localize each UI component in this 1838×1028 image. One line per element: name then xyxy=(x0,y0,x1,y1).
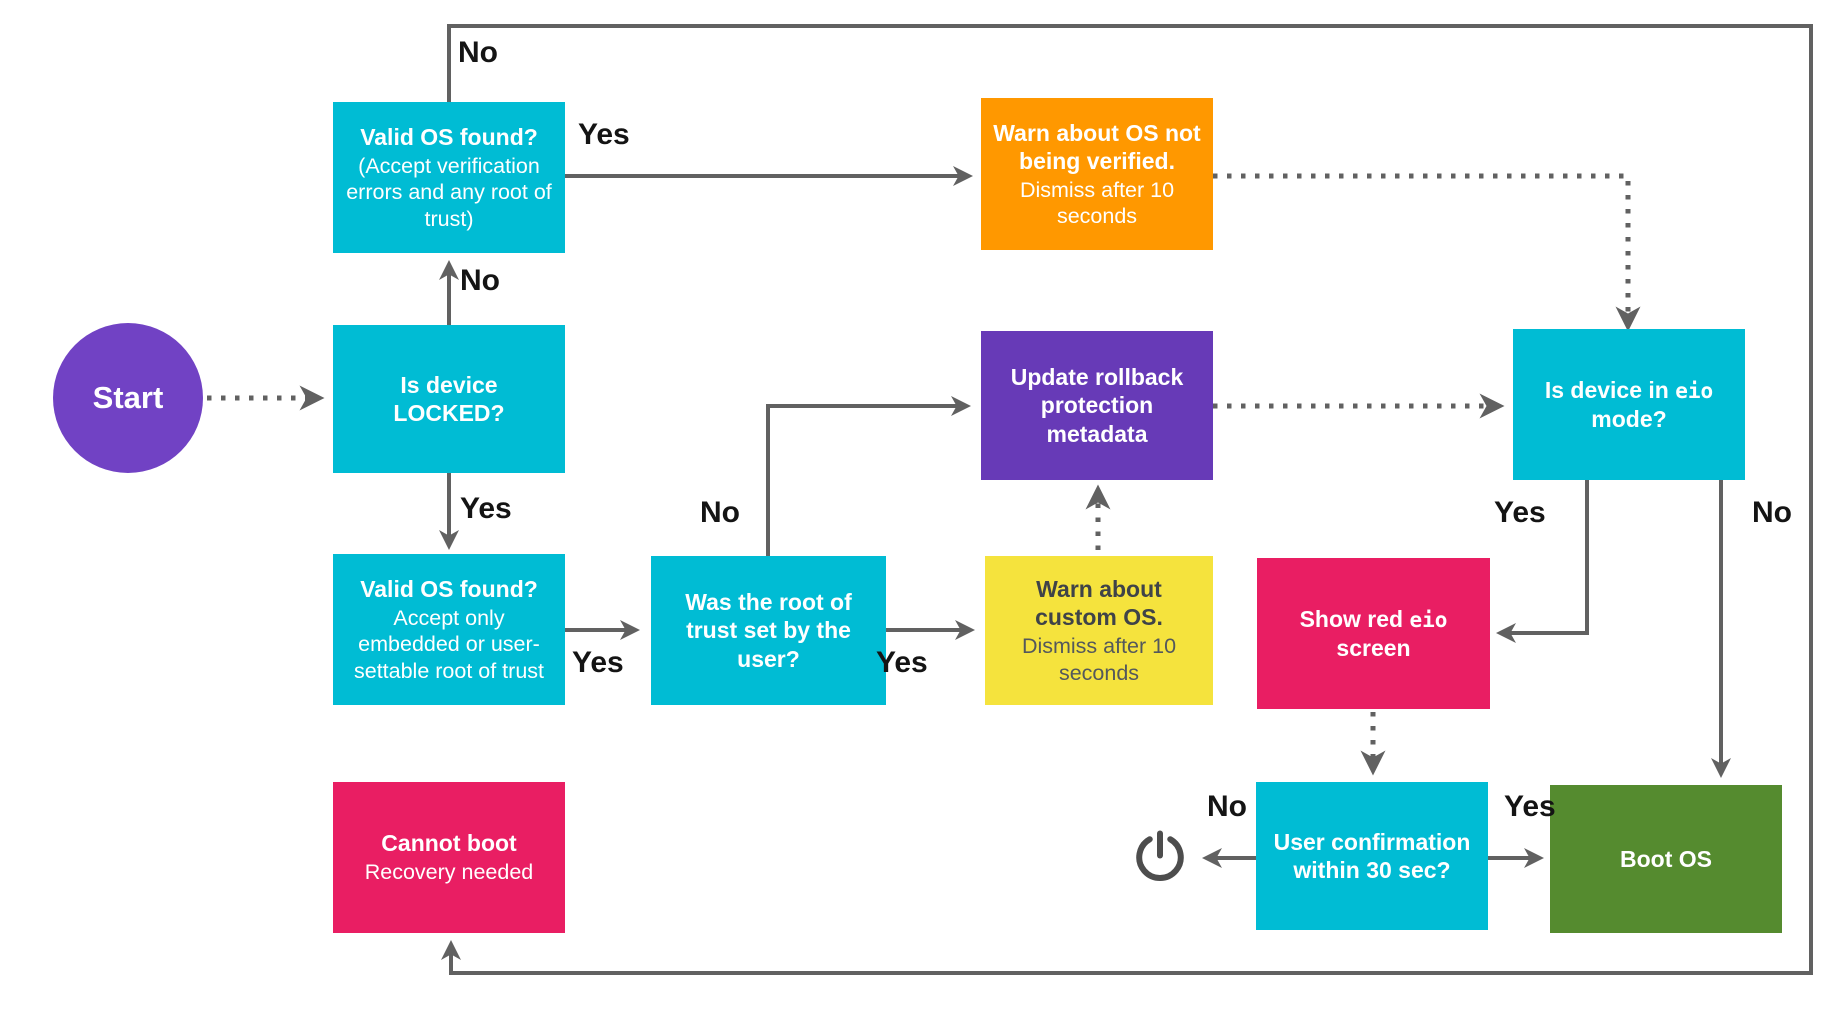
edge-label-yes: Yes xyxy=(876,646,928,679)
node-title-text: Show red xyxy=(1299,606,1410,633)
node-title: Is device LOCKED? xyxy=(393,371,505,426)
node-subtitle: Dismiss after 10 seconds xyxy=(1019,177,1175,229)
node-show-red-eio-screen: Show red eio screen xyxy=(1257,558,1490,709)
node-title-text: mode? xyxy=(1591,405,1667,432)
node-title: Valid OS found? xyxy=(360,576,538,603)
node-subtitle: Accept only embedded or user-settable ro… xyxy=(353,606,544,683)
node-subtitle: Dismiss after 10 seconds xyxy=(1021,634,1177,685)
node-title: Cannot boot xyxy=(381,830,517,857)
edge-label-yes: Yes xyxy=(578,118,630,151)
eio-code-text: eio xyxy=(1675,379,1714,404)
edge-label-no: No xyxy=(1207,790,1247,823)
eio-code-text: eio xyxy=(1409,608,1448,633)
node-title: Was the root of trust set by the user? xyxy=(685,589,852,672)
node-title-text: screen xyxy=(1336,634,1411,661)
node-title: Warn about custom OS. xyxy=(1035,576,1163,631)
node-start: Start xyxy=(53,323,203,473)
node-title: Show red eio screen xyxy=(1269,605,1478,662)
connector-validany-no-loop-to-cannotboot xyxy=(441,24,1813,975)
node-subtitle: (Accept verification errors and any root… xyxy=(346,154,552,231)
node-is-device-locked: Is device LOCKED? xyxy=(333,325,565,473)
start-label: Start xyxy=(92,380,164,416)
node-title: Boot OS xyxy=(1620,845,1712,872)
node-valid-os-any-root: Valid OS found? (Accept verification err… xyxy=(333,102,565,253)
edge-label-no: No xyxy=(700,496,740,529)
node-title: Warn about OS not being verified. xyxy=(993,119,1201,174)
node-is-device-in-eio-mode: Is device in eio mode? xyxy=(1513,329,1745,480)
node-warn-custom-os: Warn about custom OS. Dismiss after 10 s… xyxy=(985,556,1213,705)
edge-label-yes: Yes xyxy=(1494,496,1546,529)
node-root-of-trust-set-by-user: Was the root of trust set by the user? xyxy=(651,556,886,705)
node-title: Valid OS found? xyxy=(360,124,538,151)
node-title: Is device in eio mode? xyxy=(1525,376,1733,433)
edge-label-yes: Yes xyxy=(1504,790,1556,823)
power-icon-glyph xyxy=(1136,830,1184,881)
node-warn-os-not-verified: Warn about OS not being verified. Dismis… xyxy=(981,98,1213,250)
node-title-text: Is device in xyxy=(1544,377,1676,404)
edge-label-yes: Yes xyxy=(572,646,624,679)
edge-label-no: No xyxy=(460,264,500,297)
connector-rootoftrust-no-to-rollback xyxy=(766,396,971,556)
node-valid-os-strict-root: Valid OS found? Accept only embedded or … xyxy=(333,554,565,705)
edge-label-no: No xyxy=(1752,496,1792,529)
edge-label-yes: Yes xyxy=(460,492,512,525)
node-boot-os: Boot OS xyxy=(1550,785,1782,933)
node-title: User confirmation within 30 sec? xyxy=(1273,828,1471,883)
power-icon xyxy=(1130,826,1190,888)
node-cannot-boot: Cannot boot Recovery needed xyxy=(333,782,565,933)
node-title: Update rollback protection metadata xyxy=(1010,364,1184,447)
node-user-confirmation: User confirmation within 30 sec? xyxy=(1256,782,1488,930)
connector-warnunverified-to-iseio xyxy=(1213,173,1641,332)
edge-label-no: No xyxy=(458,36,498,69)
connector-iseio-yes-to-redscreen xyxy=(1496,480,1589,643)
node-update-rollback-metadata: Update rollback protection metadata xyxy=(981,331,1213,480)
node-subtitle: Recovery needed xyxy=(364,860,534,885)
